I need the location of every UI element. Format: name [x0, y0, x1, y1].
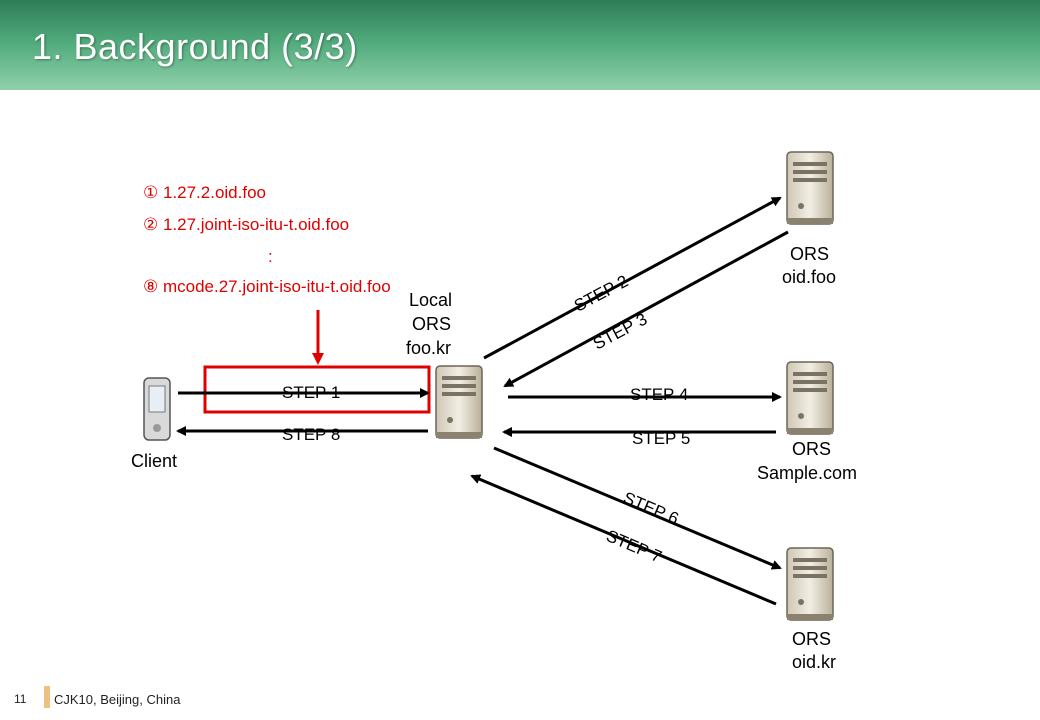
slide-title: 1. Background (3/3)	[32, 26, 358, 67]
step6-arrow	[493, 446, 782, 570]
ors-oid-kr-line2: oid.kr	[792, 652, 836, 672]
step3-label: STEP 3	[590, 309, 650, 353]
step7-arrow	[470, 474, 777, 606]
step7-label: STEP 7	[603, 526, 664, 566]
title-bar: 1. Background (3/3)	[0, 0, 1040, 90]
ors-oid-foo-server-icon	[786, 151, 834, 225]
ors-oid-kr-server-icon	[786, 547, 834, 621]
oid-item-8: ⑧ mcode.27.joint-iso-itu-t.oid.foo	[143, 277, 391, 296]
client-label: Client	[131, 451, 177, 471]
network-diagram: ① 1.27.2.oid.foo ② 1.27.joint-iso-itu-t.…	[131, 151, 857, 672]
oid-item-1: ① 1.27.2.oid.foo	[143, 183, 266, 202]
ors-oid-foo-line1: ORS	[790, 244, 829, 264]
footer-conference: CJK10, Beijing, China	[54, 692, 181, 707]
oid-item-2: ② 1.27.joint-iso-itu-t.oid.foo	[143, 215, 349, 234]
step3-arrow	[503, 230, 789, 388]
local-ors-line1: Local	[409, 290, 452, 310]
step2-label: STEP 2	[571, 271, 631, 315]
ors-oid-foo-line2: oid.foo	[782, 267, 836, 287]
page-number: 11	[14, 692, 27, 706]
step4-label: STEP 4	[630, 385, 688, 404]
local-ors-line3: foo.kr	[406, 338, 451, 358]
ors-oid-kr-line1: ORS	[792, 629, 831, 649]
footer-accent-bar	[44, 686, 50, 708]
client-device-icon	[143, 377, 171, 441]
step6-label: STEP 6	[620, 488, 681, 528]
step5-label: STEP 5	[632, 429, 690, 448]
step2-arrow	[483, 196, 782, 360]
step8-label: STEP 8	[282, 425, 340, 444]
oid-ellipsis: :	[268, 247, 273, 266]
local-ors-server-icon	[435, 365, 483, 439]
ors-sample-line1: ORS	[792, 439, 831, 459]
step1-label: STEP 1	[282, 383, 340, 402]
ors-sample-line2: Sample.com	[757, 463, 857, 483]
local-ors-line2: ORS	[412, 314, 451, 334]
ors-sample-server-icon	[786, 361, 834, 435]
